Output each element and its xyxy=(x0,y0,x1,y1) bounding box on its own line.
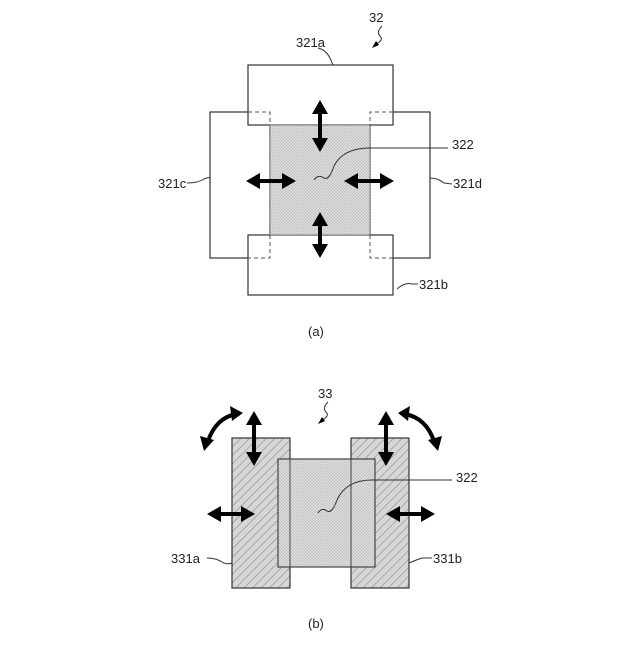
leader-321c xyxy=(187,178,210,183)
ref-33-arrowhead xyxy=(318,417,325,424)
leader-331b xyxy=(409,558,432,563)
label-322-b: 322 xyxy=(456,470,478,485)
figure-a: 32 321a 321b 321c 321d 322 (a) xyxy=(158,10,482,339)
caption-b: (b) xyxy=(308,616,324,631)
label-321d: 321d xyxy=(453,176,482,191)
label-322-a: 322 xyxy=(452,137,474,152)
leader-321b xyxy=(397,284,418,289)
ref-33-leader xyxy=(322,402,328,420)
ref-32-arrowhead xyxy=(372,41,379,48)
ref-number-33: 33 xyxy=(318,386,332,401)
leader-321a xyxy=(318,48,333,65)
figure-b: 33 322 331a 331b (b) xyxy=(171,386,478,631)
label-331a: 331a xyxy=(171,551,201,566)
label-321c: 321c xyxy=(158,176,187,191)
label-321a: 321a xyxy=(296,35,326,50)
label-331b: 331b xyxy=(433,551,462,566)
leader-321d xyxy=(430,178,452,184)
mesh-322-b xyxy=(278,459,375,567)
ref-32-leader xyxy=(376,26,382,44)
ref-number-32: 32 xyxy=(369,10,383,25)
leader-331a xyxy=(207,558,232,564)
caption-a: (a) xyxy=(308,324,324,339)
label-321b: 321b xyxy=(419,277,448,292)
